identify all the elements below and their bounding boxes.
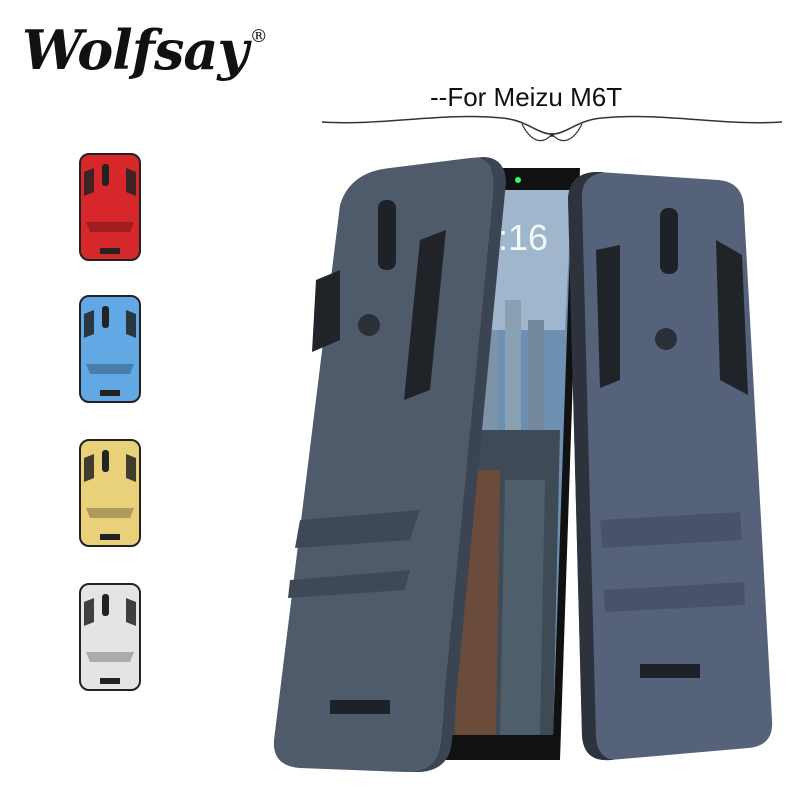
brand-name: Wolfsay <box>22 18 249 82</box>
case-back-left <box>273 157 506 772</box>
product-subtitle: --For Meizu M6T <box>430 82 623 112</box>
decorative-flourish <box>322 115 782 142</box>
brand-logo: Wolfsay® <box>22 18 268 82</box>
color-variant-blue[interactable] <box>78 294 142 404</box>
color-variant-red[interactable] <box>78 152 142 262</box>
case-back-right <box>568 172 773 761</box>
registered-mark: ® <box>249 26 268 47</box>
color-variant-gold[interactable] <box>78 438 142 548</box>
color-variant-silver[interactable] <box>78 582 142 692</box>
